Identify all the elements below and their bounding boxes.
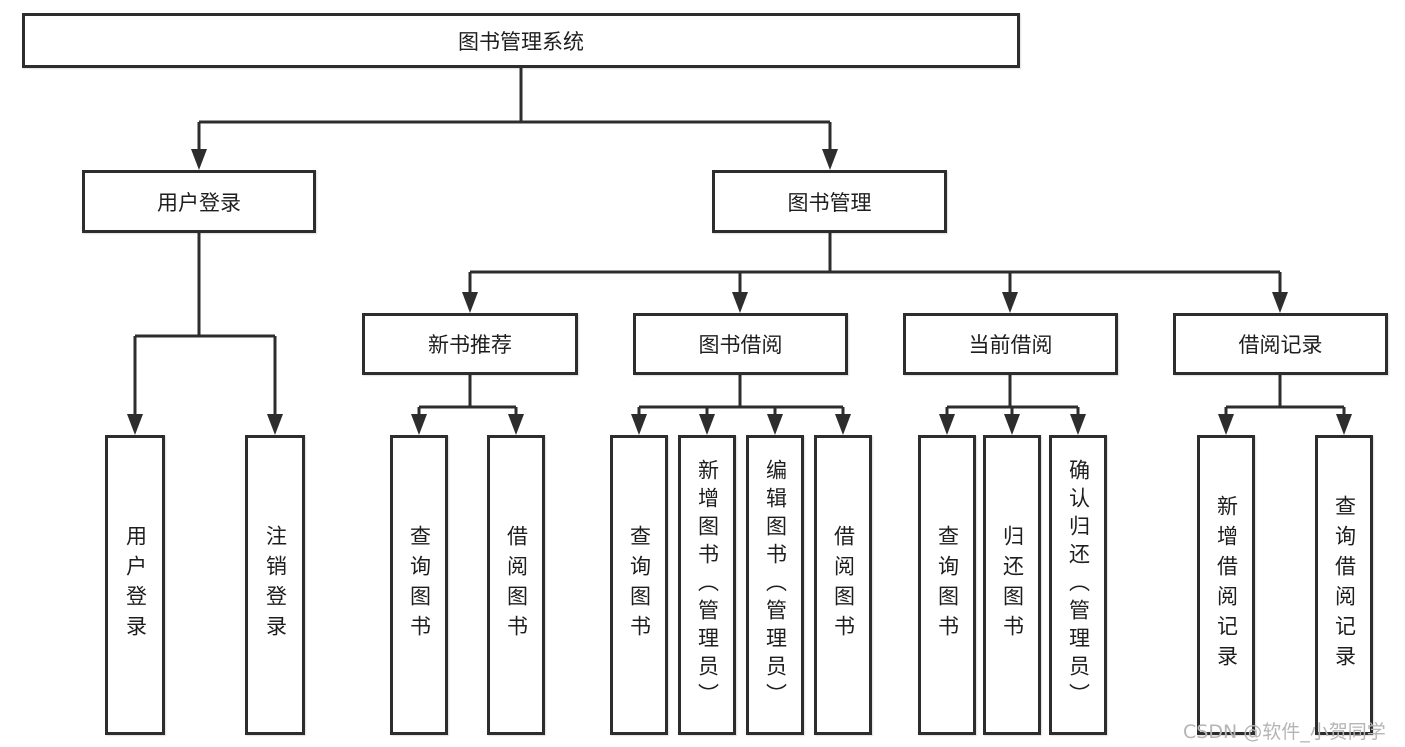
node-user-login: 用户登录: [82, 170, 316, 233]
node-borrow-records: 借阅记录: [1173, 313, 1388, 375]
node-new-book-recommend: 新书推荐: [362, 313, 578, 375]
leaf-logout: 注销登录: [245, 435, 305, 735]
leaf-confirm-return-admin: 确认归还（管理员）: [1049, 435, 1107, 735]
leaf-query-book-current: 查询图书: [918, 435, 976, 735]
leaf-query-borrow-record: 查询借阅记录: [1315, 435, 1373, 735]
leaf-add-book-admin: 新增图书（管理员）: [678, 435, 736, 735]
leaf-add-borrow-record: 新增借阅记录: [1197, 435, 1255, 735]
node-book-borrow: 图书借阅: [633, 313, 848, 375]
node-book-management: 图书管理: [712, 170, 947, 233]
csdn-watermark: CSDN @软件_小贺同学: [1183, 721, 1386, 743]
leaf-user-login: 用户登录: [105, 435, 165, 735]
leaf-borrow-book-recommend: 借阅图书: [487, 435, 545, 735]
leaf-return-book: 归还图书: [983, 435, 1041, 735]
arrowheads: [127, 149, 1352, 435]
node-root-library-system: 图书管理系统: [22, 13, 1020, 68]
leaf-edit-book-admin: 编辑图书（管理员）: [746, 435, 804, 735]
leaf-borrow-book: 借阅图书: [814, 435, 872, 735]
node-current-borrow: 当前借阅: [903, 313, 1118, 375]
leaf-query-book-borrow: 查询图书: [610, 435, 668, 735]
leaf-query-book-recommend: 查询图书: [390, 435, 448, 735]
